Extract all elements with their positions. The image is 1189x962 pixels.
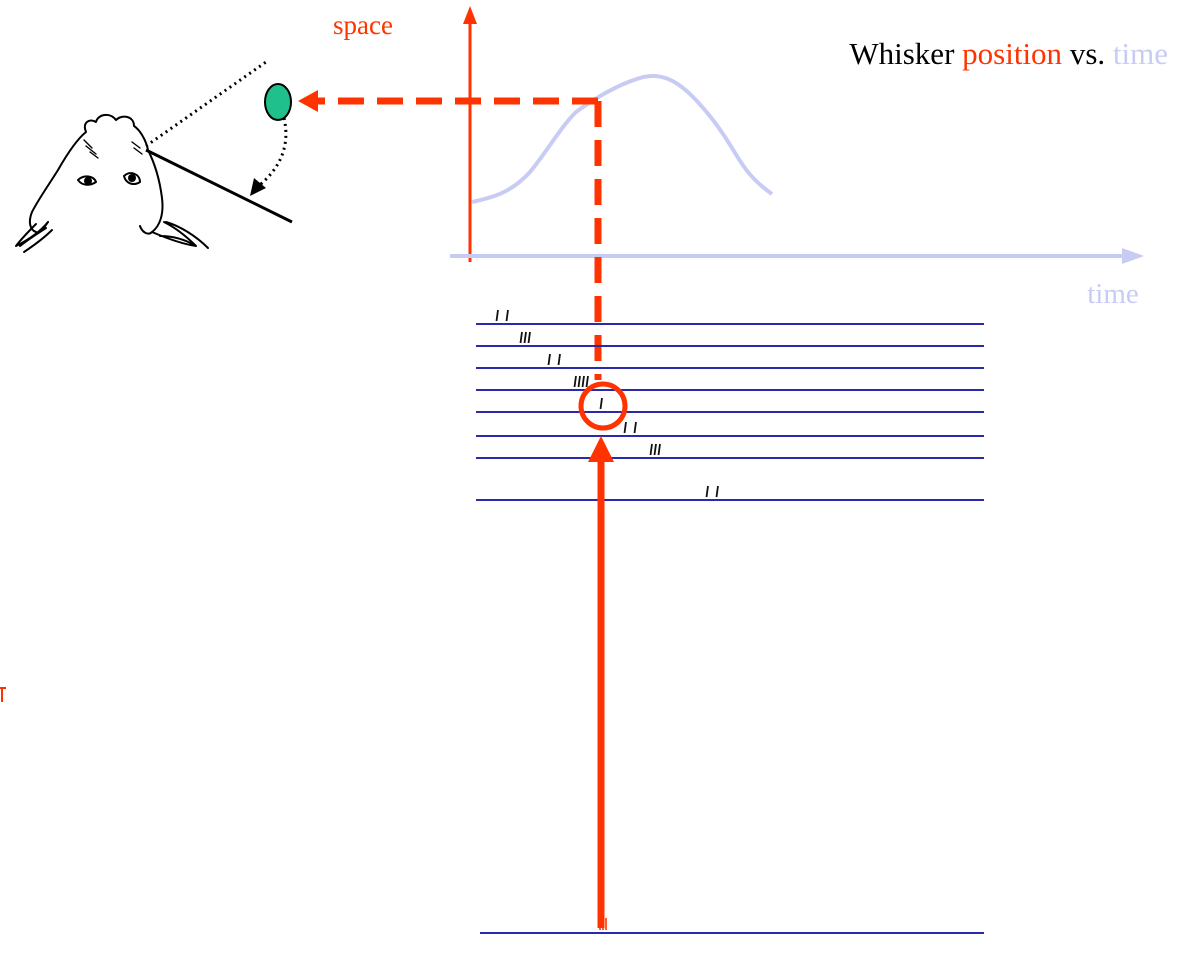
spike-tick	[705, 485, 709, 498]
spike-tick	[577, 375, 581, 388]
spike-tick	[547, 353, 551, 366]
bottom-spikes	[599, 918, 607, 930]
whisker-dot-icon	[264, 83, 292, 121]
spike-tick	[581, 375, 585, 388]
spike-tick	[649, 443, 653, 456]
space-axis-label: space	[333, 10, 393, 40]
readout-arrowhead	[588, 436, 614, 462]
spike-tick	[657, 443, 661, 456]
spike-raster	[476, 309, 984, 501]
spike-tick	[573, 375, 577, 388]
spike-tick	[585, 375, 589, 388]
time-axis-label: time	[1087, 278, 1139, 310]
spike-tick	[505, 309, 509, 322]
spike-tick	[653, 443, 657, 456]
position-curve	[471, 74, 774, 204]
whisker-dotted-line	[145, 60, 267, 148]
spike-tick	[527, 331, 531, 344]
spike-tick	[633, 421, 637, 434]
time-axis-arrowhead	[1122, 248, 1144, 264]
curved-arrow-icon	[255, 117, 288, 190]
spike-tick	[523, 331, 527, 344]
plot-title: Whisker position vs. time	[849, 36, 1168, 71]
curved-arrow-head	[250, 178, 266, 196]
whisker-line	[145, 148, 293, 224]
spike-tick	[495, 309, 499, 322]
spike-tick	[557, 353, 561, 366]
spike-tick	[519, 331, 523, 344]
space-axis-arrowhead	[463, 6, 477, 24]
spike-tick	[623, 421, 627, 434]
spike-tick	[715, 485, 719, 498]
position-arrowhead	[298, 90, 318, 112]
spike-tick	[599, 397, 603, 410]
highlight-circle-icon	[578, 381, 628, 431]
rat-head-icon	[15, 114, 209, 253]
